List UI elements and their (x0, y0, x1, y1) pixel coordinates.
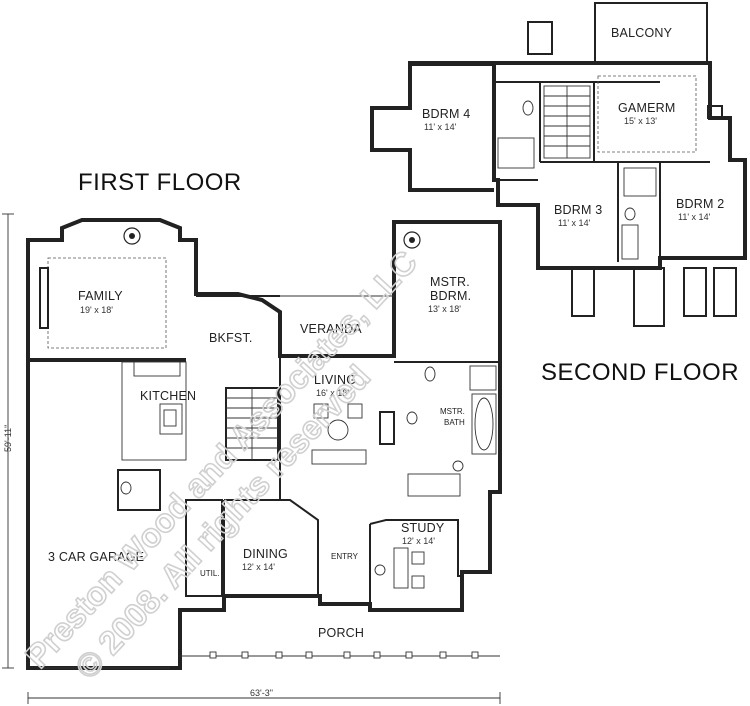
gamerm-dashed-outline (597, 75, 697, 153)
bdrm3-label: BDRM 3 (554, 203, 602, 217)
bath-tub-2f-b (621, 224, 639, 260)
living-sofa (311, 449, 367, 465)
balcony-label: BALCONY (611, 26, 673, 40)
study-outline (369, 519, 462, 577)
bdrm3-size: 11' x 14' (558, 218, 591, 228)
first-floor-title: FIRST FLOOR (78, 169, 242, 196)
gamerm-label: GAMERM (618, 101, 675, 115)
first-floor-stairs (225, 387, 279, 461)
veranda-label: VERANDA (300, 322, 362, 336)
cooktop (163, 409, 177, 427)
first-floor-plan: FAMILY 19' x 18' BKFST. VERANDA KITCHEN … (2, 213, 502, 704)
family-size: 19' x 18' (80, 305, 113, 315)
ceiling-fan-icon (123, 227, 141, 245)
second-floor-stairs (543, 85, 591, 159)
bdrm4-label: BDRM 4 (422, 107, 470, 121)
living-table (327, 419, 349, 441)
mstr-toilet (406, 411, 418, 425)
second-floor-title: SECOND FLOOR (541, 359, 739, 386)
study-desk (393, 547, 409, 589)
mstr-bdrm-size: 13' x 18' (428, 304, 461, 314)
dining-outline (224, 499, 319, 596)
util-label: UTIL. (200, 569, 220, 578)
garage-label: 3 CAR GARAGE (48, 550, 144, 564)
closet-2f (623, 167, 657, 197)
kitchen-top-counter (133, 361, 181, 377)
mstr-bath-label-line1: MSTR. (440, 407, 465, 416)
study-size: 12' x 14' (402, 536, 435, 546)
mstr-bath-label-line2: BATH (444, 418, 465, 427)
util-room (185, 499, 223, 597)
bdrm4-size: 11' x 14' (424, 122, 457, 132)
bdrm2-size: 11' x 14' (678, 212, 711, 222)
mstr-bdrm-label-line1: MSTR. (430, 275, 470, 289)
second-floor-left-wing (370, 64, 494, 192)
powder-toilet (120, 481, 132, 495)
powder-room (117, 469, 161, 511)
overall-width-label: 63'-3" (250, 688, 273, 698)
fireplace (379, 411, 395, 445)
chimney (527, 21, 553, 55)
second-floor-plan: BALCONY BDRM 4 11' x 14' GAMERM 15' x 13… (370, 2, 747, 327)
mstr-sink (424, 366, 436, 382)
mstr-bdrm-label-line2: BDRM. (430, 289, 471, 303)
overall-depth-label: 59'-11" (3, 425, 13, 452)
bath-tub-2f-a (497, 137, 535, 169)
toilet-2f-b (624, 207, 636, 221)
family-label: FAMILY (78, 289, 123, 303)
second-floor-outline (408, 61, 747, 270)
gamerm-size: 15' x 13' (624, 116, 657, 126)
dining-size: 12' x 14' (242, 562, 275, 572)
bkfst-label: BKFST. (209, 331, 253, 345)
ceiling-fan-icon (403, 231, 421, 249)
dining-label: DINING (243, 547, 288, 561)
sink-2f-a (522, 100, 534, 116)
bdrm2-label: BDRM 2 (676, 197, 724, 211)
study-label: STUDY (401, 521, 445, 535)
family-bay (47, 257, 167, 349)
kitchen-label: KITCHEN (140, 389, 196, 403)
kitchen-island (159, 403, 183, 435)
entry-label: ENTRY (331, 552, 359, 561)
living-label: LIVING (314, 373, 356, 387)
mstr-shower (469, 365, 497, 391)
living-size: 16' x 18' (316, 388, 349, 398)
porch-label: PORCH (318, 626, 364, 640)
mstr-closet (407, 473, 461, 497)
